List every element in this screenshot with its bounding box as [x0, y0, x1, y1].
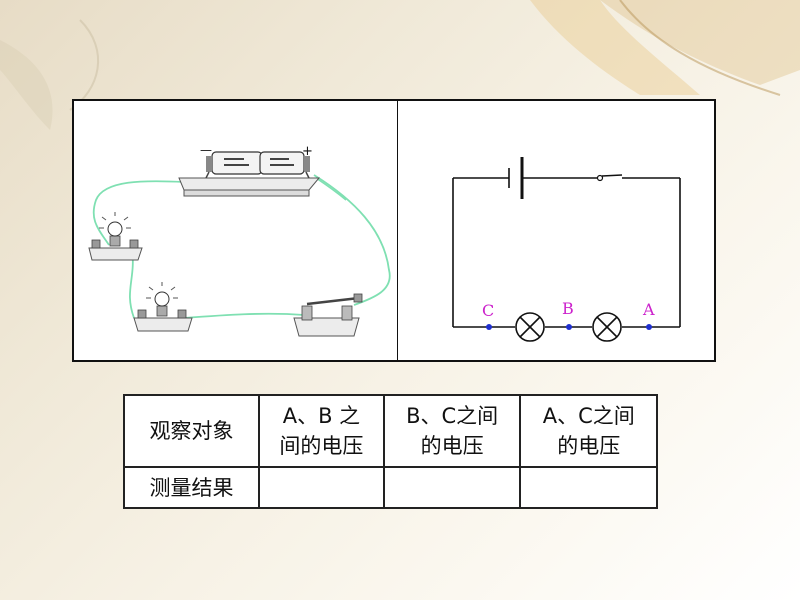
- result-cell-ab[interactable]: [258, 466, 385, 509]
- column-header-bc: B、C之间 的电压: [382, 394, 522, 468]
- measurement-table: 观察对象 A、B 之 间的电压 B、C之间 的电压 A、C之间 的电压 测量结果: [123, 394, 658, 509]
- table-row: 观察对象 A、B 之 间的电压 B、C之间 的电压 A、C之间 的电压: [123, 394, 658, 468]
- column-header-line: 的电压: [557, 434, 621, 458]
- battery-negative-sign: —: [200, 143, 212, 157]
- point-c-label: C: [482, 301, 494, 320]
- table-row: 测量结果: [123, 466, 658, 509]
- column-header-line: B、C之间: [406, 404, 499, 428]
- point-a-label: A: [642, 300, 655, 319]
- column-header-ac: A、C之间 的电压: [519, 394, 658, 468]
- column-header-line: A、B 之: [282, 404, 361, 428]
- column-header-line: 的电压: [420, 434, 484, 458]
- column-header-ab: A、B 之 间的电压: [258, 394, 385, 468]
- wire: [183, 312, 305, 319]
- lamp-2: [592, 312, 622, 342]
- column-header-line: A、C之间: [542, 404, 635, 428]
- battery-positive-sign: +: [302, 144, 313, 159]
- row-header-observation: 观察对象: [123, 394, 260, 468]
- switch-blade: [601, 174, 623, 177]
- lamp-1: [515, 312, 545, 342]
- point-a-dot: [646, 324, 652, 330]
- wire: [92, 180, 185, 246]
- circuit-schematic: C B A: [445, 155, 685, 345]
- bulb-2: [133, 282, 193, 332]
- panel-divider: [397, 99, 398, 362]
- result-cell-bc[interactable]: [382, 466, 522, 509]
- result-cell-ac[interactable]: [519, 466, 658, 509]
- point-c-dot: [486, 324, 492, 330]
- wire: [313, 174, 391, 306]
- row-header-result: 测量结果: [123, 466, 260, 509]
- point-b-dot: [566, 324, 572, 330]
- wire: [315, 177, 347, 201]
- physical-circuit-illustration: — +: [88, 143, 391, 337]
- switch: [293, 293, 363, 337]
- point-b-label: B: [562, 299, 574, 318]
- column-header-line: 间的电压: [279, 434, 364, 458]
- battery-holder: [178, 151, 321, 197]
- switch-contact: [596, 174, 604, 182]
- bulb-1: [88, 212, 143, 261]
